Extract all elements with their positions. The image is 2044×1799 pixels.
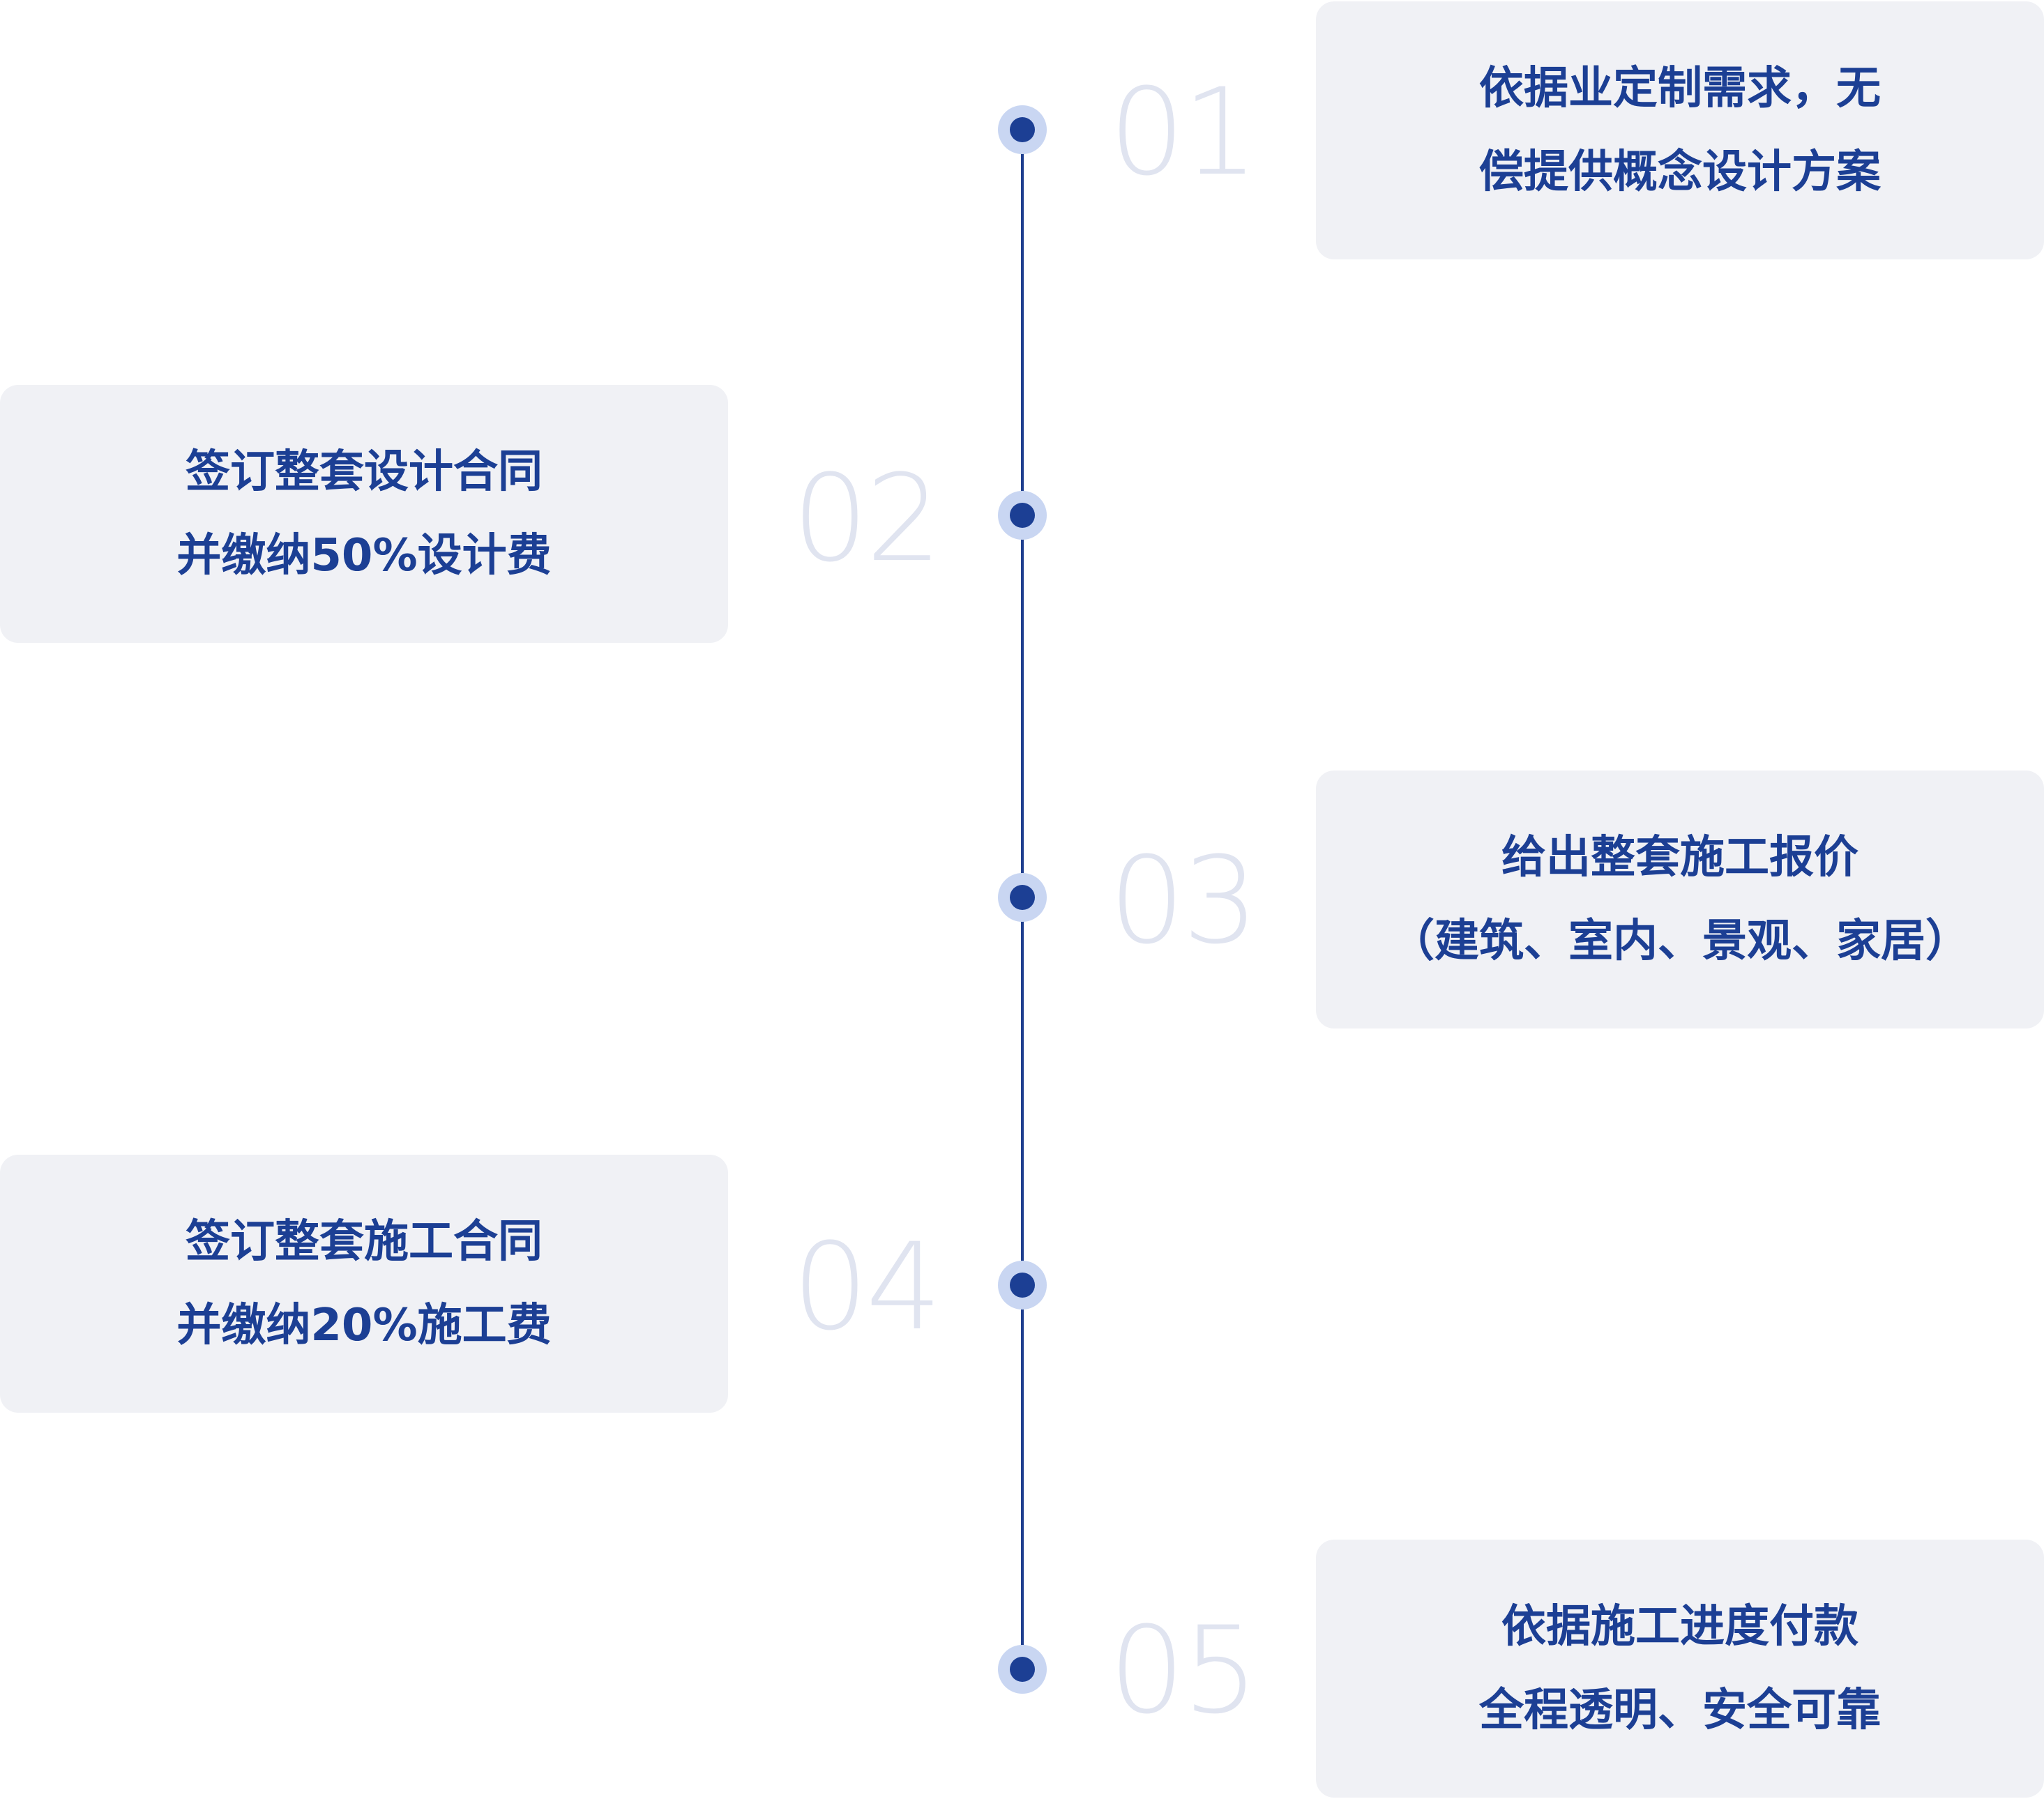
step-5-line-2: 全程透明、安全可靠	[1479, 1685, 1881, 1736]
timeline-dot-1	[998, 105, 1047, 154]
timeline-dot-5	[998, 1645, 1047, 1694]
step-card-1: 依据业定制需求，无 偿提供概念设计方案	[1316, 1, 2044, 259]
step-3-line-1: 给出整套施工报价	[1501, 832, 1858, 883]
timeline-dot-core	[1010, 1657, 1035, 1682]
step-2-line-2: 并缴纳50%设计费	[176, 530, 552, 582]
step-card-2: 签订整套设计合同 并缴纳50%设计费	[0, 385, 728, 643]
step-1-line-2: 偿提供概念设计方案	[1479, 146, 1881, 198]
step-card-3: 给出整套施工报价 （建筑、室内、景观、家居）	[1316, 771, 2044, 1028]
step-number-3: 03	[1109, 830, 1259, 971]
step-card-5: 依据施工进度付款 全程透明、安全可靠	[1316, 1540, 2044, 1798]
step-4-line-2: 并缴纳20%施工费	[176, 1300, 552, 1351]
step-2-line-1: 签订整套设计合同	[186, 446, 543, 498]
timeline-dot-core	[1010, 503, 1035, 528]
step-number-5: 05	[1109, 1600, 1259, 1740]
timeline-dot-3	[998, 873, 1047, 922]
timeline-dot-core	[1010, 117, 1035, 142]
timeline-dot-core	[1010, 1273, 1035, 1298]
timeline-dot-4	[998, 1261, 1047, 1310]
step-5-line-1: 依据施工进度付款	[1501, 1601, 1858, 1653]
step-number-1: 01	[1109, 62, 1259, 202]
timeline-dot-2	[998, 491, 1047, 540]
step-4-line-1: 签订整套施工合同	[186, 1216, 543, 1268]
step-card-4: 签订整套施工合同 并缴纳20%施工费	[0, 1155, 728, 1413]
step-1-line-1: 依据业定制需求，无	[1479, 63, 1881, 114]
step-3-line-2: （建筑、室内、景观、家居）	[1390, 916, 1970, 967]
step-number-4: 04	[792, 1217, 942, 1357]
timeline-dot-core	[1010, 885, 1035, 910]
step-number-2: 02	[792, 448, 942, 589]
